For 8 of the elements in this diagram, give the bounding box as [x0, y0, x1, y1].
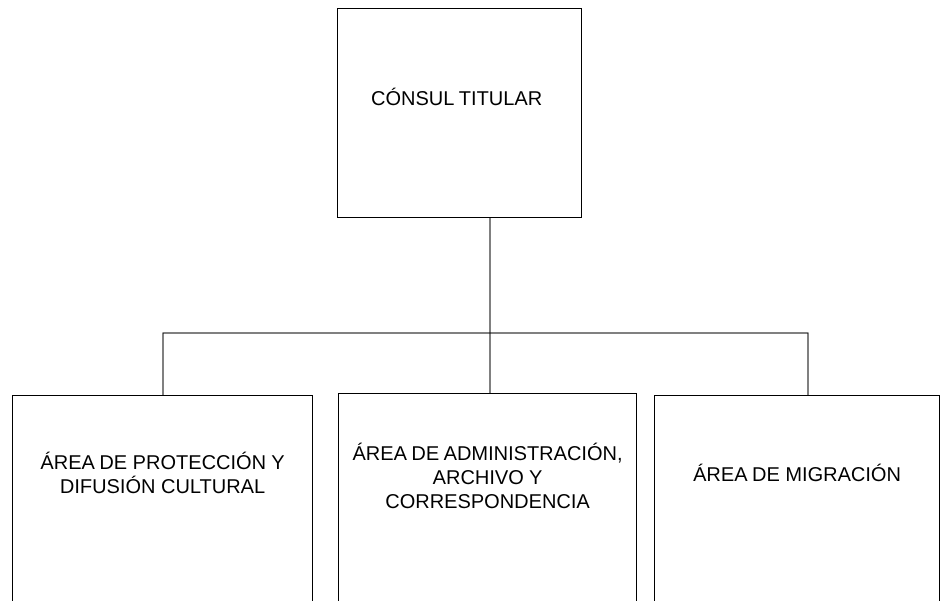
org-label: ÁREA DE PROTECCIÓN Y DIFUSIÓN CULTURAL: [39, 450, 286, 498]
org-label: CÓNSUL TITULAR: [371, 87, 542, 111]
org-box: [654, 395, 940, 601]
org-label: ÁREA DE ADMINISTRACIÓN, ARCHIVO Y CORRESPONDENCIA: [351, 442, 624, 514]
org-box: [337, 8, 582, 218]
org-box: [12, 395, 313, 601]
org-label: ÁREA DE MIGRACIÓN: [693, 462, 901, 486]
org-box: [338, 393, 637, 601]
